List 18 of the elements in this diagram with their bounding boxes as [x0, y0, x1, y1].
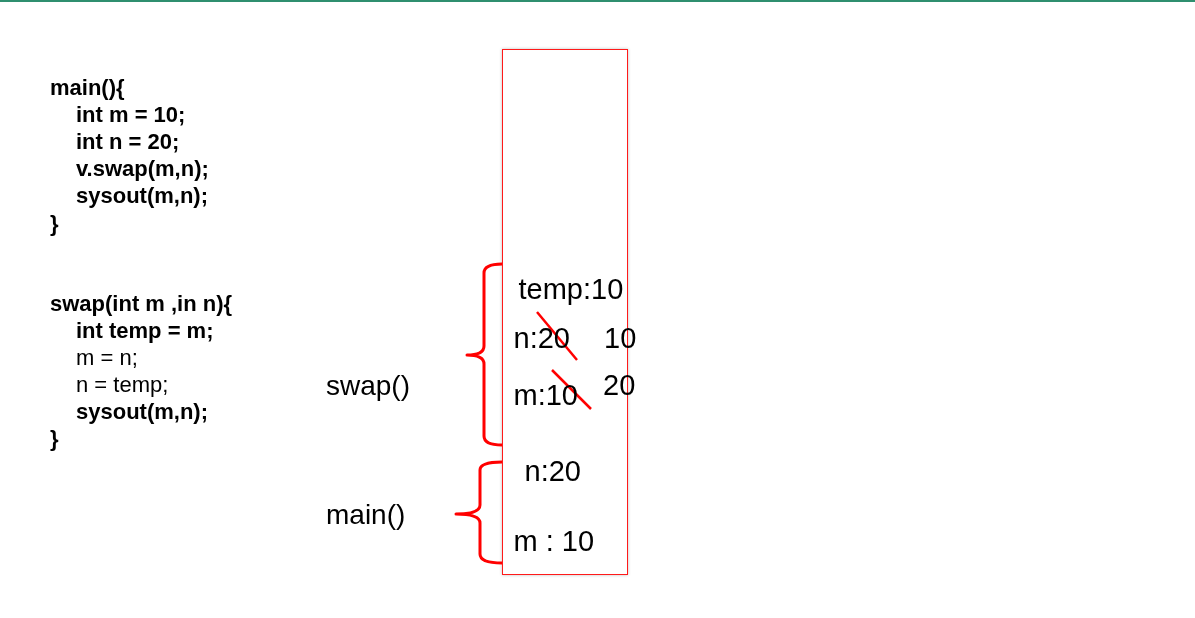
code-line: swap(int m ,in n){: [50, 291, 233, 317]
code-line: sysout(m,n);: [76, 183, 208, 209]
method-label: main(): [326, 498, 406, 532]
method-label: swap(): [326, 369, 410, 403]
code-line: int n = 20;: [76, 129, 180, 155]
crossed-out-variable: m:10: [513, 367, 594, 412]
code-line: }: [50, 426, 59, 452]
code-line: sysout(m,n);: [76, 399, 208, 425]
code-line: int temp = m;: [76, 318, 214, 344]
stack-variable: m : 10: [513, 523, 595, 558]
stack-variable: temp:10: [518, 271, 624, 306]
code-line: }: [50, 211, 59, 237]
stack-variable: n:20: [524, 453, 581, 488]
code-line: int m = 10;: [76, 102, 186, 128]
code-line: m = n;: [76, 345, 138, 371]
code-line: n = temp;: [76, 372, 169, 398]
code-line: main(){: [50, 75, 125, 101]
code-line: v.swap(m,n);: [76, 156, 209, 182]
